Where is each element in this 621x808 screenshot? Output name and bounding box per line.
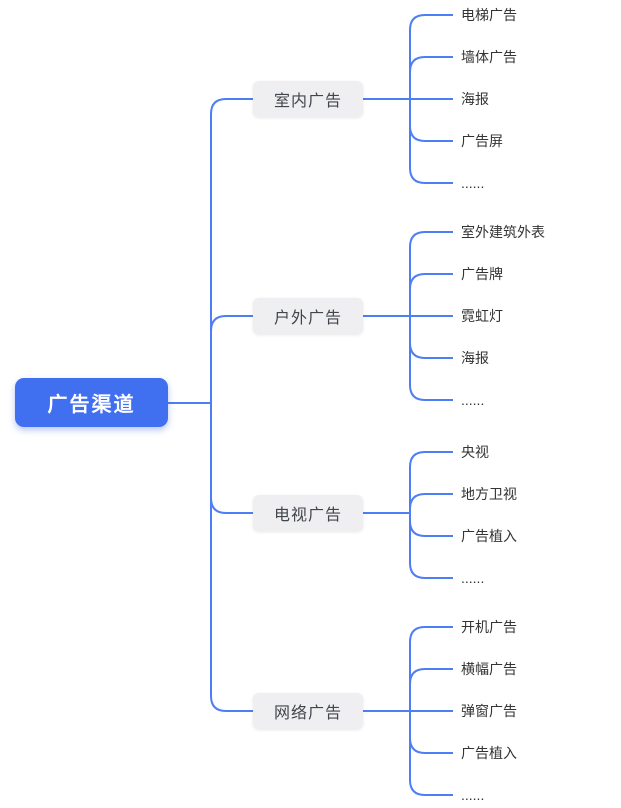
leaf-item[interactable]: 央视 (461, 444, 489, 460)
leaf-item[interactable]: 海报 (461, 91, 489, 107)
branch-node-label: 室内广告 (273, 93, 342, 110)
leaf-item[interactable]: 广告牌 (461, 266, 503, 282)
branch-node-label: 电视广告 (273, 507, 342, 524)
leaf-item[interactable]: 地方卫视 (461, 486, 517, 502)
link-branch-outdoor (210, 315, 253, 332)
leaf-item[interactable]: ...... (461, 570, 485, 586)
branch-node-label: 网络广告 (273, 705, 342, 722)
leaf-item[interactable]: 广告屏 (461, 133, 503, 149)
link-main-trunk (210, 98, 253, 712)
leaf-item[interactable]: 墙体广告 (461, 49, 517, 65)
leaf-item[interactable]: 弹窗广告 (461, 703, 517, 719)
leaf-item[interactable]: 横幅广告 (461, 661, 517, 677)
branch-node-indoor-ads[interactable]: 室内广告 (253, 81, 363, 117)
leaf-item[interactable]: 海报 (461, 350, 489, 366)
leaf-item[interactable]: 开机广告 (461, 619, 517, 635)
root-node-label: 广告渠道 (47, 394, 136, 416)
leaf-item[interactable]: 室外建筑外表 (461, 224, 545, 240)
leaf-item[interactable]: ...... (461, 392, 485, 408)
branch-node-tv-ads[interactable]: 电视广告 (253, 495, 363, 531)
leaf-item[interactable]: 广告植入 (461, 745, 517, 761)
branch-node-outdoor-ads[interactable]: 户外广告 (253, 298, 363, 334)
leaf-item[interactable]: 霓虹灯 (461, 308, 503, 324)
leaf-item[interactable]: ...... (461, 175, 485, 191)
leaf-item[interactable]: 广告植入 (461, 528, 517, 544)
branch-node-label: 户外广告 (273, 310, 342, 327)
branch-node-online-ads[interactable]: 网络广告 (253, 693, 363, 729)
leaf-item[interactable]: ...... (461, 787, 485, 803)
leaf-item[interactable]: 电梯广告 (461, 7, 517, 23)
root-node[interactable]: 广告渠道 (15, 378, 168, 427)
link-branch-tv (210, 497, 253, 514)
